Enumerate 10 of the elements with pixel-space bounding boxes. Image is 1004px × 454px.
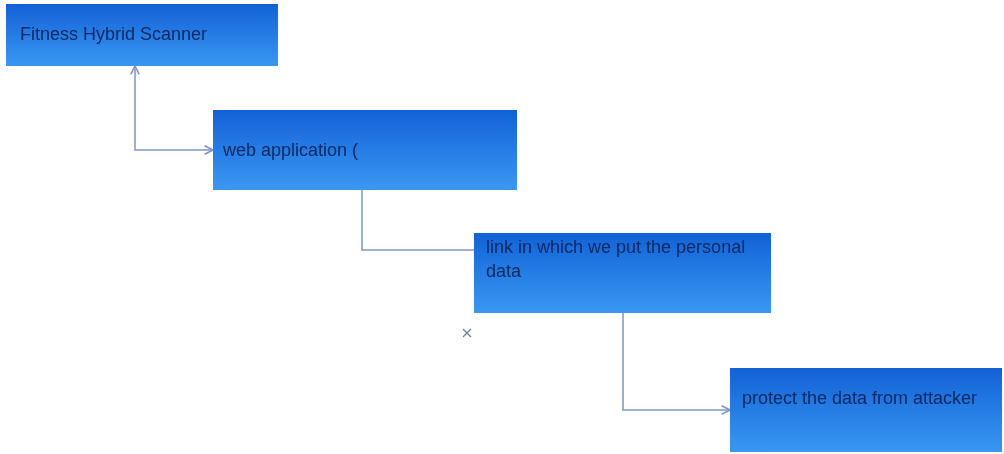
box-label: web application ( — [223, 139, 360, 162]
process-box — [6, 4, 278, 66]
process-box — [213, 110, 517, 190]
box-label: protect the data from attacker — [742, 387, 979, 410]
box-label: link in which we put the personal data — [486, 236, 747, 283]
process-box — [474, 233, 771, 313]
process-box — [730, 368, 1002, 452]
connector-arrow — [622, 312, 731, 415]
box-label: Fitness Hybrid Scanner — [20, 23, 209, 46]
connector-arrow — [130, 65, 214, 155]
